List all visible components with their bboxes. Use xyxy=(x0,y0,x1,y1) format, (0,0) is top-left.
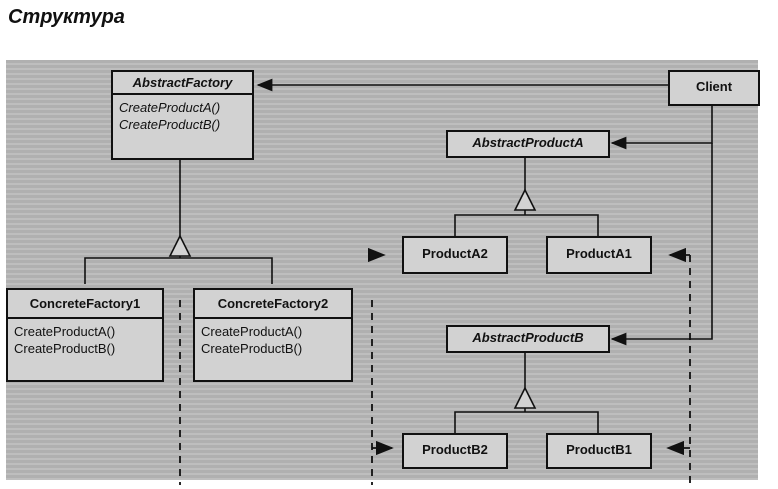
client-to-abstractproductb-link xyxy=(610,143,713,346)
class-name: ProductB1 xyxy=(566,442,632,457)
product-a2-class: ProductA2 xyxy=(402,236,508,274)
operation: CreateProductA() xyxy=(14,324,116,339)
class-name: ConcreteFactory2 xyxy=(217,296,329,311)
producta-inheritance-triangle xyxy=(513,188,537,211)
class-name: ProductA2 xyxy=(422,246,488,261)
class-name: ProductB2 xyxy=(422,442,488,457)
product-a1-class: ProductA1 xyxy=(546,236,652,274)
class-name: Client xyxy=(695,79,733,94)
product-b2-class: ProductB2 xyxy=(402,433,508,469)
factory-inheritance-branch xyxy=(84,256,273,284)
operation: CreateProductB() xyxy=(14,341,116,356)
concrete-factory1-class: ConcreteFactory1 CreateProductA() Create… xyxy=(6,288,164,382)
product-b1-class: ProductB1 xyxy=(546,433,652,469)
operation: CreateProductA() xyxy=(119,100,221,115)
class-name: ConcreteFactory1 xyxy=(29,296,141,311)
factory-inheritance-triangle xyxy=(168,234,192,257)
abstract-product-a-class: AbstractProductA xyxy=(446,130,610,158)
page-title: Структура xyxy=(8,6,125,28)
producta-inheritance-branch xyxy=(454,210,599,236)
client-to-abstractproducta-link xyxy=(610,106,713,150)
operation: CreateProductA() xyxy=(201,324,303,339)
client-class: Client xyxy=(668,70,760,106)
class-name: AbstractProductA xyxy=(472,135,584,150)
abstract-product-b-class: AbstractProductB xyxy=(446,325,610,353)
concrete-factory2-class: ConcreteFactory2 CreateProductA() Create… xyxy=(193,288,353,382)
operation: CreateProductB() xyxy=(201,341,303,356)
class-name: AbstractFactory xyxy=(132,75,233,90)
class-name: AbstractProductB xyxy=(472,330,584,345)
productb-inheritance-branch xyxy=(454,408,599,433)
productb-inheritance-triangle xyxy=(513,386,537,409)
abstract-factory-class: AbstractFactory CreateProductA() CreateP… xyxy=(111,70,254,160)
operation: CreateProductB() xyxy=(119,117,221,132)
class-name: ProductA1 xyxy=(566,246,632,261)
